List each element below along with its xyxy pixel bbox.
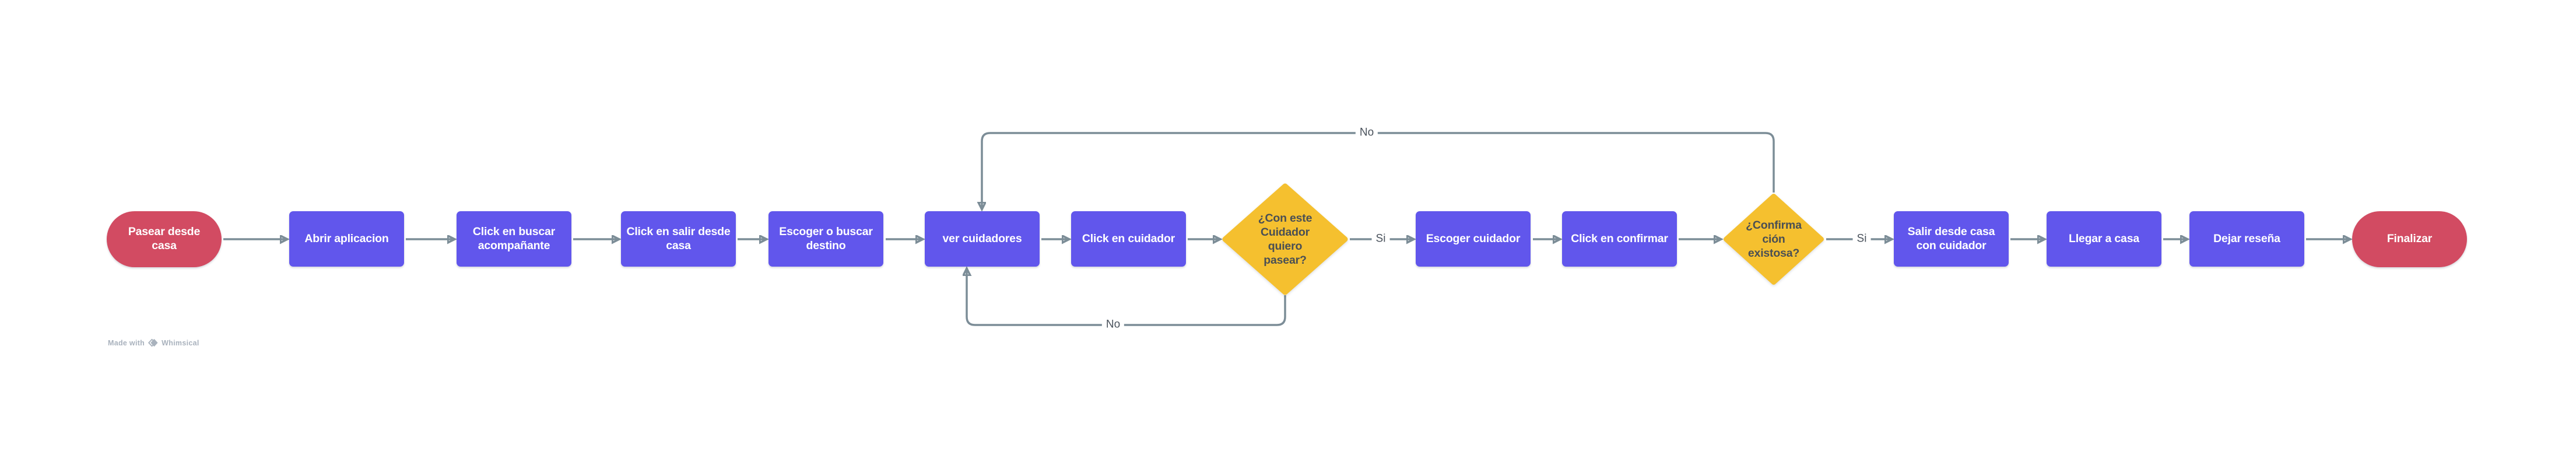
edge-label-si-decision1: Si	[1371, 233, 1390, 246]
node-label: ver cuidadores	[942, 232, 1022, 245]
watermark-made-with-text: Made with	[108, 338, 145, 347]
node-llegar-a-casa[interactable]: Llegar a casa	[2047, 211, 2161, 267]
edge-label-no-bottom-loop: No	[1101, 319, 1125, 331]
node-label: Dejar reseña	[2213, 232, 2280, 245]
node-dejar-resena[interactable]: Dejar reseña	[2189, 211, 2304, 267]
node-label: Click en confirmar	[1571, 232, 1668, 245]
node-click-en-cuidador[interactable]: Click en cuidador	[1071, 211, 1186, 267]
connector-decision1-no-loop	[967, 269, 1286, 326]
watermark-brand-text: Whimsical	[162, 338, 199, 347]
node-label: Salir desde casa con cuidador	[1907, 225, 1995, 252]
node-click-salir-desde-casa[interactable]: Click en salir desde casa	[621, 211, 736, 267]
whimsical-logo-icon	[148, 338, 158, 347]
node-ver-cuidadores[interactable]: ver cuidadores	[925, 211, 1040, 267]
whimsical-watermark[interactable]: Made with Whimsical	[108, 338, 199, 347]
decision-confirmacion-existosa[interactable]: ¿Confirma ción existosa?	[1723, 193, 1824, 285]
node-start-pasear-desde-casa[interactable]: Pasear desde casa	[107, 211, 222, 267]
node-escoger-cuidador[interactable]: Escoger cuidador	[1416, 211, 1531, 267]
node-label: Click en cuidador	[1082, 232, 1175, 245]
node-label: Abrir aplicacion	[304, 232, 389, 245]
node-label: Escoger cuidador	[1426, 232, 1521, 245]
node-label: Click en buscar acompañante	[472, 225, 556, 252]
node-label: Escoger o buscar destino	[779, 225, 873, 252]
edge-label-si-decision2: Si	[1852, 233, 1871, 246]
decision-con-este-cuidador-quiero-pasear[interactable]: ¿Con este Cuidador quiero pasear?	[1222, 183, 1348, 295]
connector-decision2-no-loop	[982, 132, 1775, 209]
diamond-shape	[1724, 194, 1824, 285]
diamond-shape	[1222, 183, 1348, 295]
node-label: ¿Con este Cuidador quiero pasear?	[1258, 211, 1312, 267]
node-label: ¿Confirma ción existosa?	[1746, 218, 1802, 260]
node-finalizar[interactable]: Finalizar	[2352, 211, 2467, 267]
node-label: Pasear desde casa	[128, 225, 201, 252]
node-abrir-aplicacion[interactable]: Abrir aplicacion	[289, 211, 404, 267]
node-click-en-confirmar[interactable]: Click en confirmar	[1562, 211, 1677, 267]
node-salir-desde-casa-con-cuidador[interactable]: Salir desde casa con cuidador	[1894, 211, 2009, 267]
node-label: Finalizar	[2387, 232, 2433, 246]
node-escoger-buscar-destino[interactable]: Escoger o buscar destino	[768, 211, 883, 267]
node-label: Llegar a casa	[2069, 232, 2139, 245]
edge-label-no-top-loop: No	[1355, 127, 1378, 139]
node-label: Click en salir desde casa	[626, 225, 731, 252]
node-click-buscar-acompanante[interactable]: Click en buscar acompañante	[457, 211, 571, 267]
